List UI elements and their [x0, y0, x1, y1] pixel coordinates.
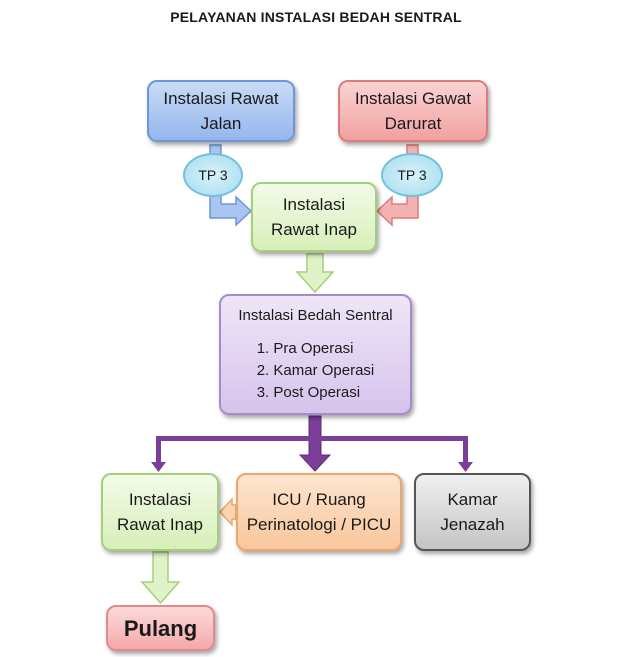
node-rawat-jalan-line-1: Instalasi Rawat	[163, 89, 279, 108]
arrow-rawat-inap-to-bedah-sentral	[295, 253, 335, 294]
node-kamar-jenazah-line-1: Kamar	[447, 490, 498, 509]
arrow-rawat-inap-to-pulang	[140, 551, 181, 605]
node-kamar-jenazah-line-2: Jenazah	[440, 515, 505, 534]
branch-bar	[156, 436, 468, 441]
node-icu-line-2: Perinatologi / PICU	[246, 515, 392, 534]
node-icu: ICU / Ruang Perinatologi / PICU	[236, 473, 402, 551]
node-rawat-inap-bottom-line-1: Instalasi	[128, 490, 192, 509]
node-kamar-jenazah: Kamar Jenazah	[414, 473, 531, 551]
node-rawat-inap-bottom-line-2: Rawat Inap	[117, 515, 203, 534]
arrow-icu-to-rawat-inap	[218, 497, 237, 527]
arrow-branch-left	[151, 436, 166, 472]
node-tp-right: TP 3	[381, 153, 443, 197]
node-tp-left: TP 3	[183, 153, 243, 197]
diagram-title: PELAYANAN INSTALASI BEDAH SENTRAL	[170, 9, 462, 25]
node-rawat-jalan-line-2: Jalan	[200, 114, 242, 133]
node-bedah-sentral-step: 3. Post Operasi	[256, 383, 361, 401]
arrow-branch-right	[458, 436, 473, 472]
node-icu-line-1: ICU / Ruang	[272, 490, 366, 509]
node-rawat-jalan: Instalasi Rawat Jalan	[147, 80, 295, 142]
node-bedah-sentral-title: Instalasi Bedah Sentral	[238, 306, 393, 324]
node-bedah-sentral-step: 1. Pra Operasi	[256, 339, 354, 357]
node-bedah-sentral-steps: 1. Pra Operasi 2. Kamar Operasi 3. Post …	[257, 338, 375, 404]
node-gawat-darurat: Instalasi Gawat Darurat	[338, 80, 488, 142]
node-rawat-inap-top: Instalasi Rawat Inap	[251, 182, 377, 252]
node-pulang-label: Pulang	[123, 615, 198, 641]
node-rawat-inap-top-line-2: Rawat Inap	[271, 220, 357, 239]
node-bedah-sentral: Instalasi Bedah Sentral 1. Pra Operasi 2…	[219, 294, 412, 415]
node-bedah-sentral-step: 2. Kamar Operasi	[256, 361, 375, 379]
node-rawat-inap-top-line-1: Instalasi	[282, 195, 346, 214]
node-rawat-inap-bottom: Instalasi Rawat Inap	[101, 473, 219, 551]
arrow-bedah-sentral-trunk	[298, 415, 332, 472]
node-gawat-darurat-line-1: Instalasi Gawat	[354, 89, 472, 108]
node-gawat-darurat-line-2: Darurat	[384, 114, 442, 133]
node-pulang: Pulang	[106, 605, 215, 651]
